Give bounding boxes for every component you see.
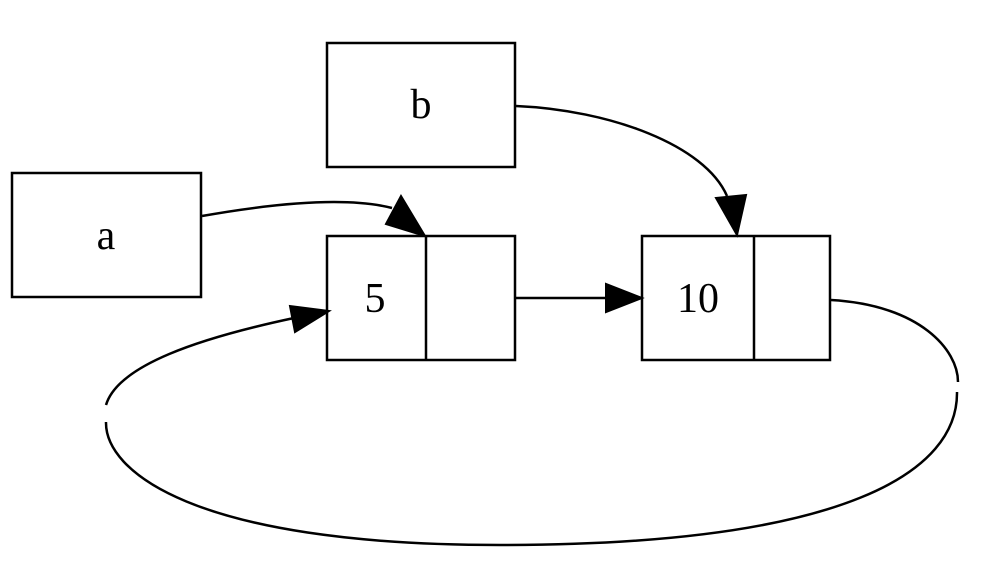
edge-node-5-to-node-10: [516, 282, 645, 314]
node-b: b: [325, 41, 517, 169]
node-b-label: b: [411, 82, 432, 128]
arrowhead: [288, 304, 332, 334]
arrowhead: [384, 193, 428, 238]
edge-a-to-node-5: [201, 193, 428, 238]
list-node-5: 5: [325, 234, 517, 362]
node-value-5: 5: [365, 276, 386, 322]
node-a: a: [10, 171, 203, 299]
node-value-10: 10: [677, 276, 719, 322]
arrowhead: [714, 193, 748, 238]
edge-b-to-node-10: [515, 104, 748, 238]
node-a-label: a: [97, 213, 116, 259]
list-node-10: 10: [640, 234, 832, 362]
arrowhead: [605, 282, 645, 314]
edge-node-10-to-node-5: [104, 298, 960, 547]
